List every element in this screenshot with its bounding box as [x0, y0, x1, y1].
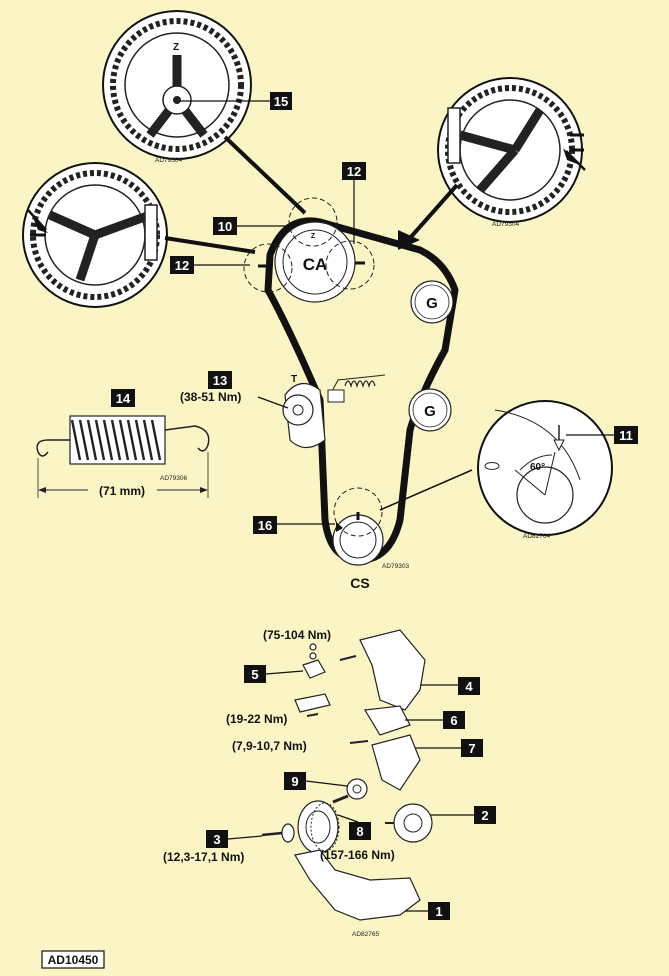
callout-8: 8 [349, 822, 371, 840]
cs-label: CS [350, 575, 369, 591]
callout-13: 13 [208, 371, 232, 389]
callout-5: 5 [244, 665, 266, 683]
z-mark-top: Z [173, 42, 179, 53]
detail-right-camshaft: AD79304 [437, 77, 586, 228]
callout-9: 9 [284, 772, 306, 790]
callout-16: 16 [253, 516, 277, 534]
detail-crankshaft: 60° AD82764 [477, 400, 613, 540]
svg-text:1: 1 [435, 904, 442, 919]
callout-15: 15 [270, 92, 292, 110]
t-label: T [291, 374, 297, 385]
code-ad-belt: AD79303 [382, 563, 409, 570]
timing-belt-layout: CA Z G G T CS AD79303 [243, 197, 459, 591]
z-mark-main: Z [311, 233, 316, 240]
svg-text:12: 12 [175, 258, 189, 273]
spring-detail: (71 mm) AD79306 [36, 415, 210, 498]
callout-1: 1 [428, 902, 450, 920]
code-ad-right: AD79304 [492, 221, 519, 228]
svg-text:8: 8 [356, 824, 363, 839]
svg-text:AD10450: AD10450 [48, 953, 99, 967]
callout-10: 10 [213, 217, 237, 235]
torque-3: (12,3-17,1 Nm) [163, 850, 244, 864]
code-ad-exploded: AD82765 [352, 931, 379, 938]
svg-text:15: 15 [274, 94, 288, 109]
callout-12-right: 12 [342, 162, 366, 180]
svg-text:2: 2 [481, 808, 488, 823]
svg-text:4: 4 [465, 679, 473, 694]
code-ad-crank-detail: AD82764 [523, 533, 550, 540]
callout-6: 6 [443, 711, 465, 729]
torque-19-22: (19-22 Nm) [226, 712, 287, 726]
svg-text:3: 3 [213, 832, 220, 847]
g-label-top: G [426, 295, 438, 312]
torque-6-7: (7,9-10,7 Nm) [232, 739, 307, 753]
callout-2: 2 [474, 806, 496, 824]
svg-text:12: 12 [347, 164, 361, 179]
torque-5-top: (75-104 Nm) [263, 628, 331, 642]
svg-text:11: 11 [619, 428, 633, 443]
exploded-view: AD82765 [261, 629, 433, 938]
svg-text:5: 5 [251, 667, 258, 682]
callout-14: 14 [111, 389, 135, 407]
svg-text:16: 16 [258, 518, 272, 533]
ca-label: CA [303, 255, 328, 274]
callout-7: 7 [461, 739, 483, 757]
length-14: (71 mm) [99, 484, 145, 498]
callout-12-left: 12 [170, 256, 194, 274]
code-ad-spring: AD79306 [160, 475, 187, 482]
callout-11: 11 [614, 426, 638, 444]
svg-text:6: 6 [450, 713, 457, 728]
svg-text:13: 13 [213, 373, 227, 388]
torque-8: (157-166 Nm) [320, 848, 395, 862]
torque-13: (38-51 Nm) [180, 390, 241, 404]
svg-text:9: 9 [291, 774, 298, 789]
angle-60: 60° [530, 462, 545, 473]
svg-text:10: 10 [218, 219, 232, 234]
svg-text:7: 7 [468, 741, 475, 756]
callout-3: 3 [206, 830, 228, 848]
g-label-bottom: G [424, 403, 436, 420]
detail-top-camshaft: Z AD79304 [102, 10, 252, 164]
svg-text:14: 14 [116, 391, 131, 406]
figure-code: AD10450 [41, 950, 105, 969]
code-ad-top: AD79304 [155, 157, 182, 164]
detail-left-camshaft [22, 162, 168, 308]
callout-4: 4 [458, 677, 480, 695]
